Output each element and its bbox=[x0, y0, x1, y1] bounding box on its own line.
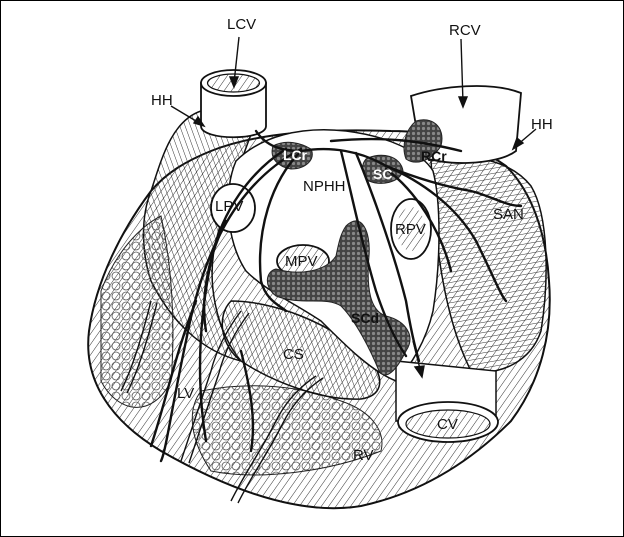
label-lcv: LCV bbox=[227, 16, 256, 33]
label-lcr: LCr bbox=[283, 147, 308, 163]
label-hh-left: HH bbox=[151, 92, 173, 109]
label-hh-right: HH bbox=[531, 116, 553, 133]
label-rpv: RPV bbox=[395, 221, 426, 238]
label-sc: SC bbox=[373, 166, 392, 182]
label-lv: LV bbox=[177, 385, 194, 402]
label-mpv: MPV bbox=[285, 253, 318, 270]
label-rcr: RCr bbox=[421, 148, 447, 164]
label-san: SAN bbox=[493, 206, 524, 223]
fat-patch-left bbox=[101, 216, 173, 407]
label-cs: CS bbox=[283, 346, 304, 363]
label-scd: SCd bbox=[351, 310, 379, 326]
label-cv: CV bbox=[437, 416, 458, 433]
label-nphh: NPHH bbox=[303, 178, 346, 195]
label-rv: RV bbox=[353, 447, 374, 464]
label-lpv: LPV bbox=[215, 198, 243, 215]
label-rcv: RCV bbox=[449, 22, 481, 39]
